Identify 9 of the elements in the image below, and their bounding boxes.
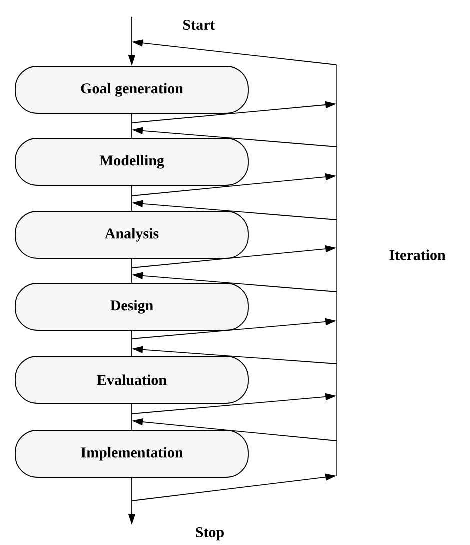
stop-label: Stop [196,527,224,541]
iteration-label: Iteration [390,250,446,260]
start-label: Start [184,20,216,30]
process-box: Evaluation [15,356,249,404]
process-box: Design [15,283,249,331]
process-box: Implementation [15,430,249,478]
process-box: Modelling [15,138,249,186]
process-box: Analysis [15,211,249,259]
process-box: Goal generation [15,66,249,114]
